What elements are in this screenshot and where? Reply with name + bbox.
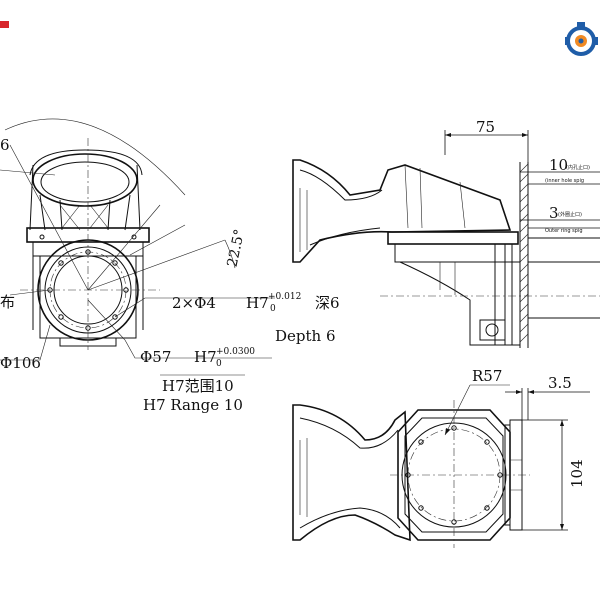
dim-3-label: 3 [549, 204, 559, 222]
gear-robot-logo-icon [565, 22, 598, 56]
bore-range-en: H7 Range 10 [143, 396, 243, 414]
brand-mark [0, 21, 9, 28]
bore-range-cn: H7范围10 [162, 377, 234, 395]
holes-depth-en: Depth 6 [275, 327, 336, 345]
dim-10-note-cn: (内孔止口) [566, 164, 590, 171]
holes-tol-base: H7 [246, 294, 269, 312]
diameter-106-label: Φ106 [0, 354, 41, 372]
dim-3-5-label: 3.5 [548, 374, 572, 392]
front-view [0, 118, 275, 376]
hatching [519, 163, 529, 343]
bolt-holes [47, 249, 129, 331]
dim-10-note-en: (inner hole spig [545, 178, 584, 184]
bore-tol-upper: +0.0300 [216, 347, 255, 357]
holes-callout: 2×Φ4 H7 +0.012 0 深6 Depth 6 [172, 292, 340, 345]
bore-tol-base: H7 [194, 348, 217, 366]
holes-count-label: 2×Φ4 [172, 294, 216, 312]
angle-label: 22.5° [225, 228, 249, 269]
pattern-label-fragment: 布 [0, 293, 15, 311]
dim-10-label: 10 [549, 156, 568, 174]
radius-r57-label: R57 [472, 367, 502, 385]
dim-3-note-en: Outer ring spig [545, 228, 583, 234]
holes-tol-lower: 0 [270, 304, 276, 314]
bore-diameter-label: Φ57 [140, 348, 171, 366]
holes-tol-upper: +0.012 [268, 292, 301, 302]
bore-tol-lower: 0 [216, 359, 222, 369]
side-view [292, 130, 600, 348]
holes-depth-cn: 深6 [315, 294, 340, 312]
bore-callout: Φ57 H7 +0.0300 0 H7范围10 H7 Range 10 [140, 347, 255, 414]
label-fragment-6: 6 [0, 136, 10, 154]
dim-75-label: 75 [476, 118, 495, 136]
dim-3-note-cn: (外圈止口) [558, 211, 582, 218]
dim-104-label: 104 [568, 459, 586, 488]
bottom-view [292, 384, 590, 548]
